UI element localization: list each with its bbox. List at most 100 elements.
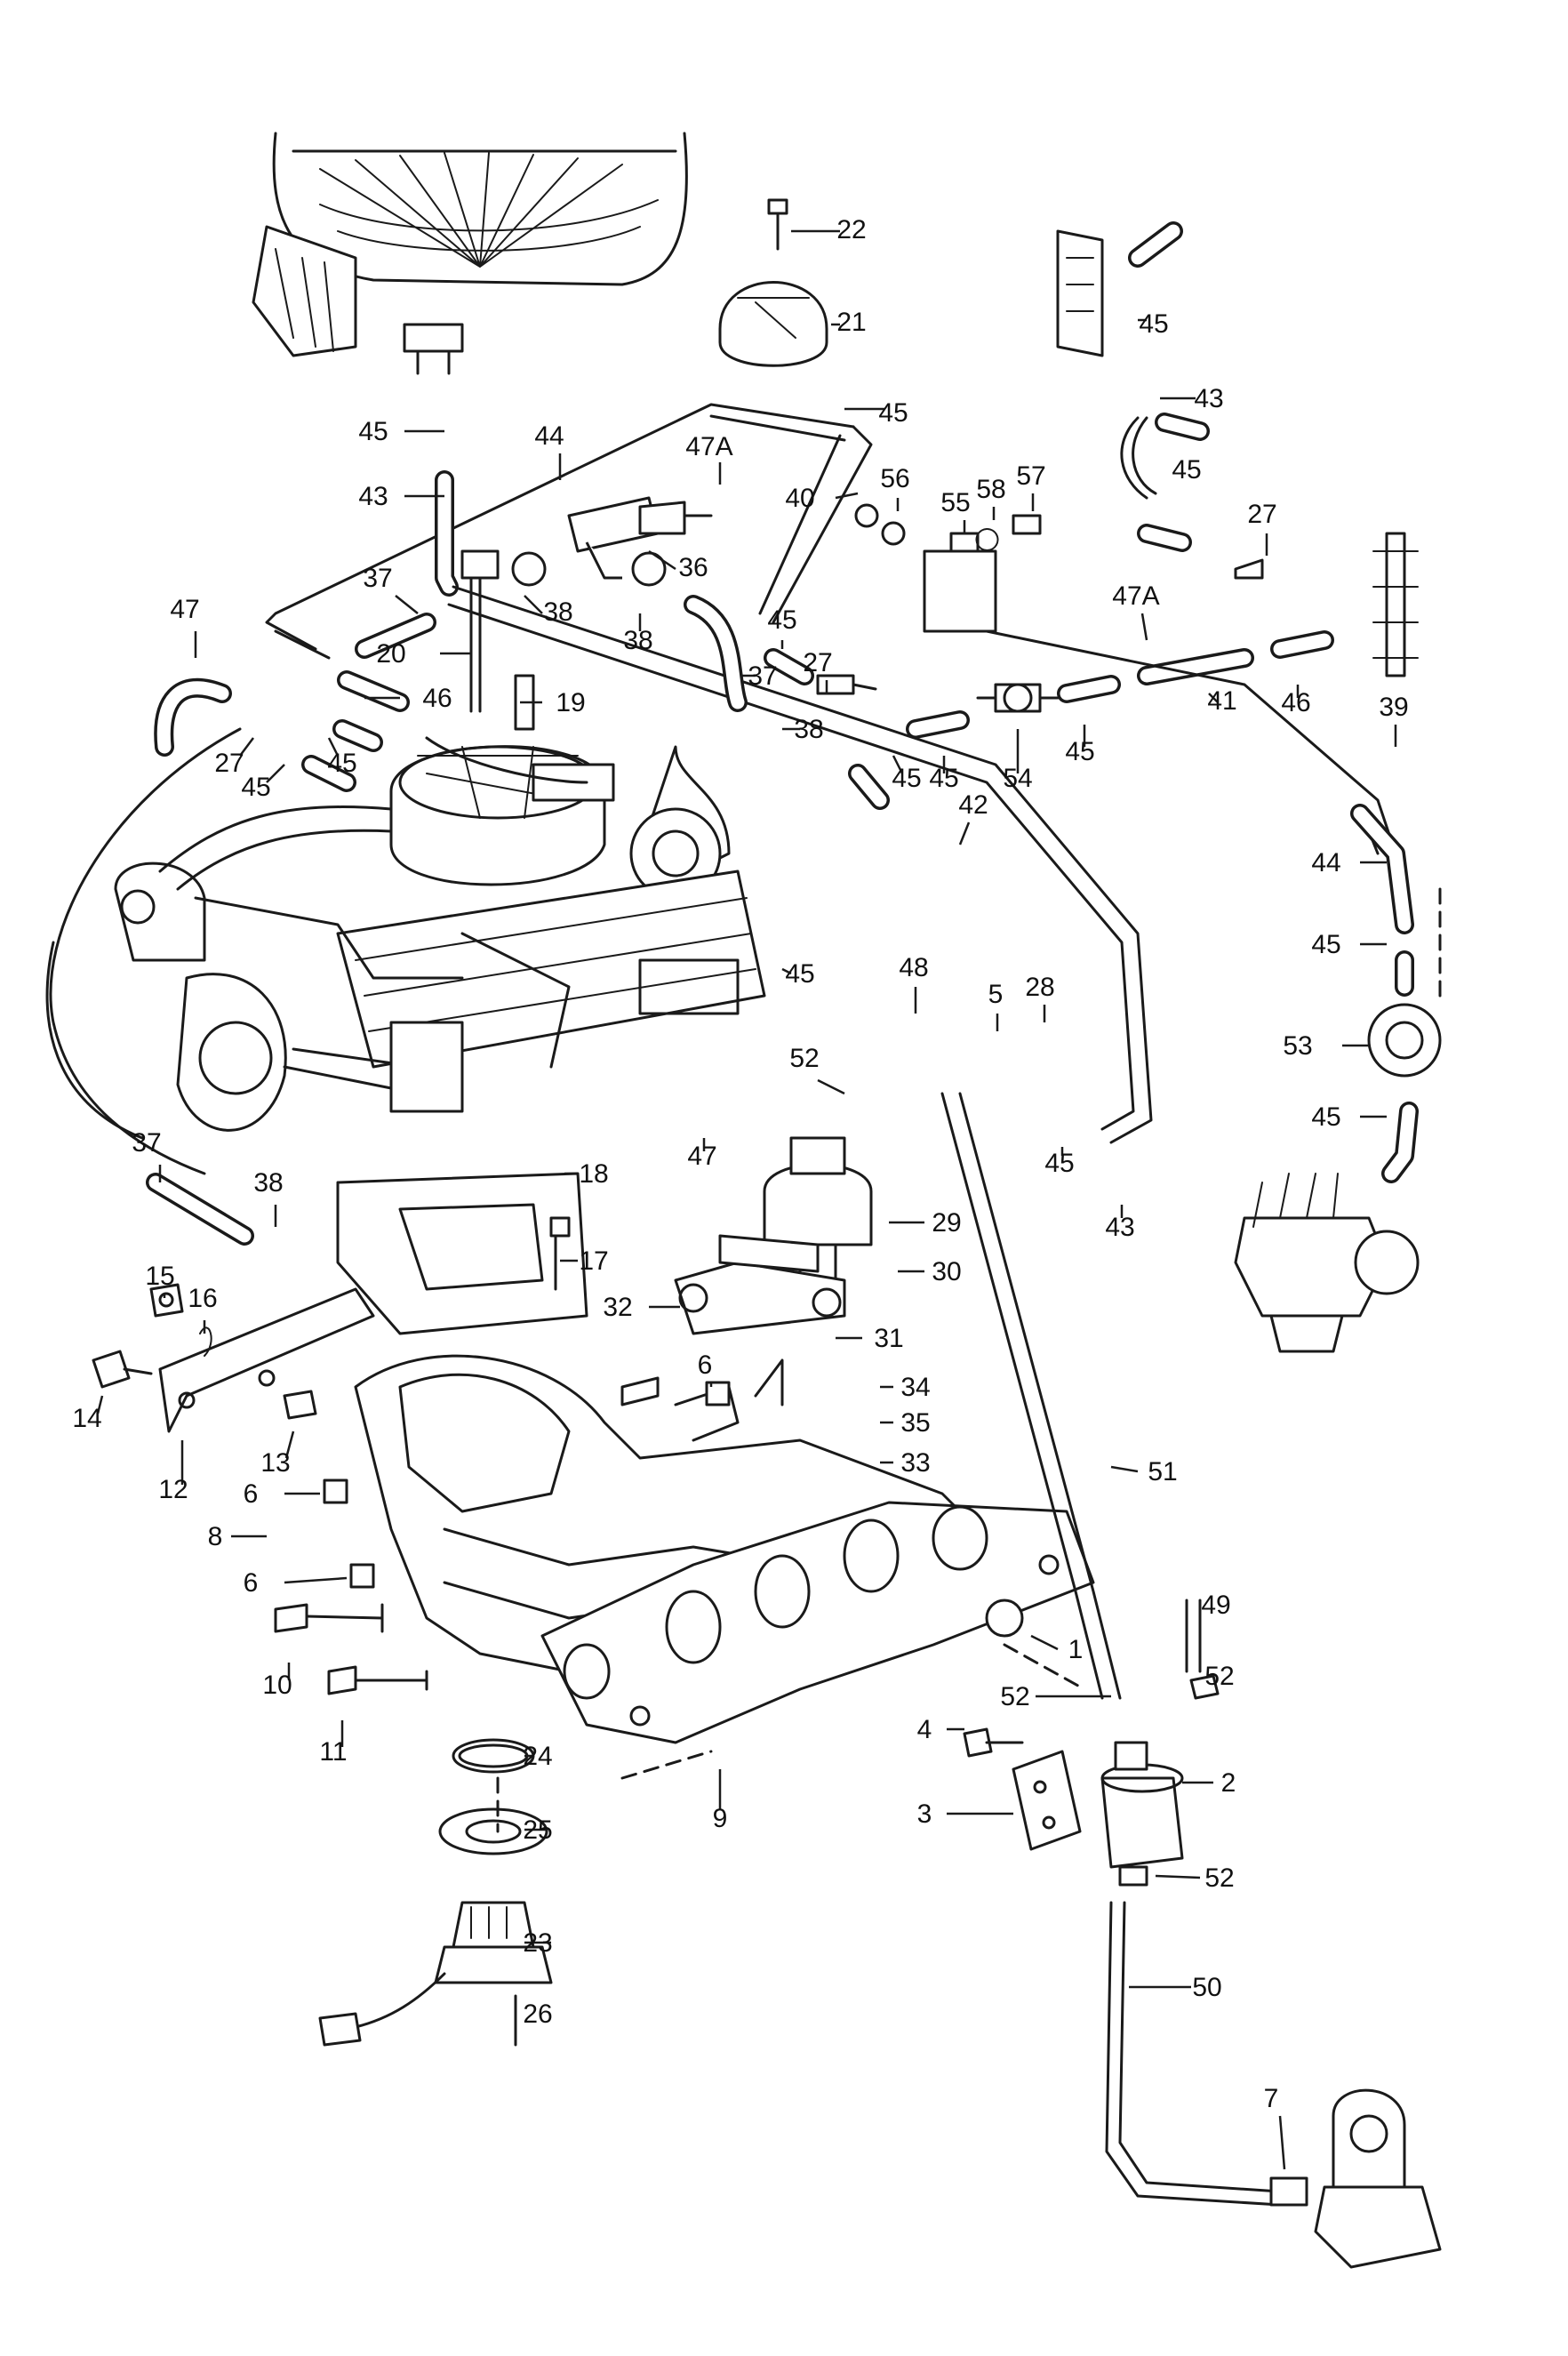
callout-label: 9 (713, 1804, 728, 1833)
callout-label: 41 (1207, 686, 1236, 716)
callout-label: 47A (1112, 581, 1159, 611)
callout-label: 43 (358, 482, 388, 511)
leader-line (892, 755, 904, 774)
leader-line (327, 737, 340, 757)
callout-label: 39 (1379, 693, 1408, 722)
callout-label: 37 (363, 564, 392, 593)
callout-label: 45 (1065, 737, 1094, 766)
callout-label: 48 (899, 953, 928, 982)
callout-label: 2 (1221, 1768, 1236, 1798)
fittings-upper (460, 496, 713, 731)
callout-label: 29 (932, 1208, 961, 1238)
callout-label: 43 (1105, 1213, 1134, 1242)
callout-label: 33 (900, 1448, 930, 1478)
callout-label: 1 (1068, 1635, 1084, 1664)
callout-label: 27 (1247, 500, 1276, 529)
callout-label: 52 (1000, 1682, 1029, 1711)
leader-line (284, 1430, 295, 1459)
leader-line (395, 595, 419, 614)
callout-label: 38 (794, 715, 823, 744)
callout-label: 42 (958, 790, 988, 820)
callout-label: 14 (72, 1404, 101, 1433)
callout-label: 6 (698, 1350, 713, 1380)
callout-label: 18 (579, 1159, 608, 1189)
leader-line (817, 1078, 845, 1095)
callout-label: 21 (836, 308, 866, 337)
callout-label: 6 (244, 1568, 259, 1598)
hoses-center (684, 413, 1334, 810)
leader-line (96, 1395, 104, 1414)
dashed-connections (496, 887, 1442, 1833)
callout-label: 30 (932, 1257, 961, 1286)
callout-label: 38 (543, 597, 572, 627)
vacuum-unit-53 (1350, 804, 1442, 1183)
callout-label: 45 (1139, 309, 1168, 339)
ignition-distributor (1234, 1173, 1420, 1353)
callout-label: 27 (803, 648, 832, 677)
plugs-and-studs (274, 1381, 1024, 1695)
callout-label: 50 (1192, 1973, 1221, 2002)
callout-label: 28 (1025, 973, 1054, 1002)
callout-label: 52 (1204, 1662, 1234, 1691)
injector-assembly (318, 1738, 553, 2047)
callout-label: 45 (929, 764, 958, 793)
callout-label: 53 (1283, 1031, 1312, 1061)
callout-label: 45 (1311, 1102, 1340, 1132)
leader-line (781, 967, 792, 975)
leader-line (835, 492, 859, 500)
leader-line (1140, 613, 1148, 641)
callout-label: 56 (880, 464, 909, 493)
leader-line (1155, 1874, 1201, 1879)
callout-label: 22 (836, 215, 866, 244)
leader-line (266, 764, 285, 783)
callout-label: 46 (422, 684, 452, 713)
vacuum-line-loop-left (49, 727, 588, 1175)
callout-label: 26 (523, 1999, 552, 2029)
short-hoses-left (146, 613, 436, 1246)
fuel-filter-2 (963, 1599, 1220, 1887)
line-50 (1105, 1901, 1282, 2207)
upper-right-parts (1056, 221, 1183, 500)
callout-label: 4 (917, 1715, 932, 1744)
callout-label: 45 (327, 749, 356, 778)
callout-label: 47 (170, 595, 199, 624)
callout-label: 10 (262, 1671, 292, 1700)
callout-label: 31 (874, 1324, 903, 1353)
leader-line (1110, 1465, 1139, 1473)
leader-line (284, 1576, 348, 1584)
callout-label: 45 (878, 398, 908, 428)
callout-label: 24 (523, 1742, 552, 1771)
callout-label: 3 (917, 1799, 932, 1829)
callout-label: 17 (579, 1246, 608, 1276)
vacuum-reservoir (718, 198, 828, 367)
callout-label: 37 (132, 1128, 161, 1158)
callout-label: 36 (678, 553, 708, 582)
callout-label: 45 (1311, 930, 1340, 959)
callout-label: 54 (1003, 764, 1032, 793)
leader-line (524, 595, 543, 614)
throttle-diaphragm-units (45, 805, 464, 1140)
control-valve-55 (854, 503, 1042, 633)
callout-label: 55 (940, 488, 970, 517)
egr-valve (674, 1136, 873, 1335)
callout-label: 32 (603, 1293, 632, 1322)
callout-label: 49 (1201, 1591, 1230, 1620)
gasket-17 (336, 1172, 588, 1335)
callout-label: 46 (1281, 688, 1310, 717)
callout-label: 15 (145, 1262, 174, 1291)
callout-label: 19 (556, 688, 585, 717)
support-bracket-12 (92, 1283, 375, 1433)
callout-label: 5 (988, 980, 1004, 1009)
callout-label: 47 (687, 1142, 716, 1171)
leader-line (1278, 2115, 1286, 2170)
callout-label: 44 (1311, 848, 1340, 877)
callout-label: 8 (208, 1522, 223, 1551)
callout-label: 45 (785, 959, 814, 989)
callout-label: 45 (358, 417, 388, 446)
line-51 (940, 1092, 1122, 1700)
vacuum-hose-44-upper (265, 403, 873, 660)
callout-label: 27 (214, 749, 244, 778)
callout-label: 40 (785, 484, 814, 513)
leader-line (1030, 1634, 1059, 1651)
